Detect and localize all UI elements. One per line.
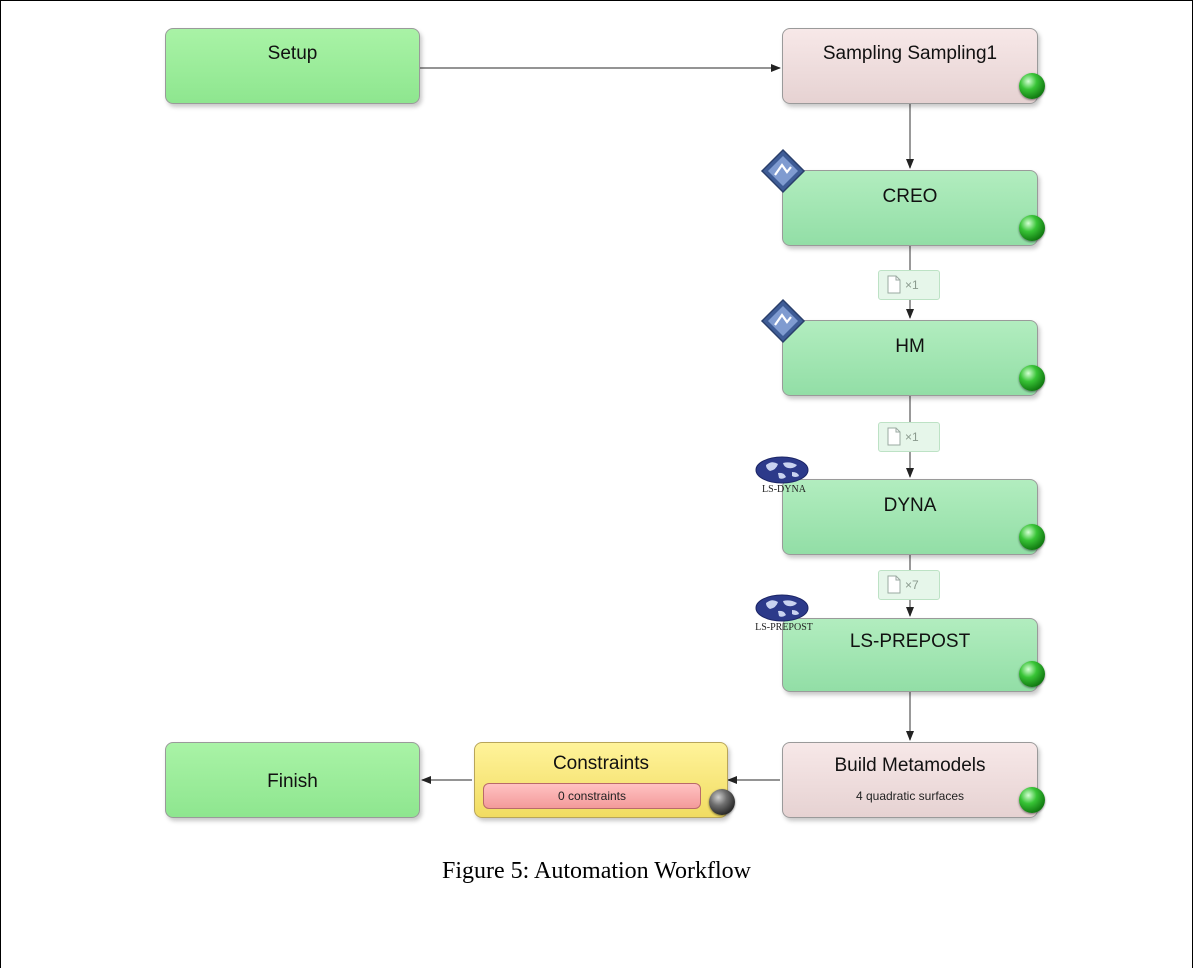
file-icon [887, 575, 901, 594]
file-count: ×7 [905, 578, 919, 592]
constraints-count-pill[interactable]: 0 constraints [483, 783, 701, 809]
hm-node[interactable]: HM [782, 320, 1045, 396]
file-icon [887, 427, 901, 446]
globe-icon [755, 594, 809, 622]
globe-icon [755, 456, 809, 484]
ls-dyna-icon-label: LS-DYNA [762, 484, 806, 495]
setup-node-title: Setup [267, 43, 318, 64]
dyna-node-title: DYNA [883, 495, 937, 516]
sampling-node[interactable]: Sampling Sampling1 [782, 28, 1045, 104]
creo-node[interactable]: CREO [782, 170, 1045, 246]
hm-tool-icon [760, 298, 806, 344]
ls-prepost-icon: LS-PREPOST [754, 594, 813, 642]
file-transfer-badge: ×1 [878, 270, 940, 300]
status-ok-icon [1019, 524, 1045, 550]
ls-prepost-icon-label: LS-PREPOST [755, 622, 813, 633]
status-ok-icon [1019, 215, 1045, 241]
status-ok-icon [1019, 661, 1045, 687]
status-ok-icon [1019, 73, 1045, 99]
build-metamodels-title: Build Metamodels [834, 755, 986, 776]
ls-dyna-icon: LS-DYNA [754, 456, 810, 504]
file-icon [887, 275, 901, 294]
hm-node-title: HM [895, 336, 925, 357]
creo-tool-icon [760, 148, 806, 194]
constraints-node[interactable]: Constraints 0 constraints [474, 742, 735, 818]
status-ok-icon [1019, 787, 1045, 813]
constraints-title: Constraints [552, 753, 650, 774]
lsprepost-node-title: LS-PREPOST [849, 631, 971, 652]
build-metamodels-node[interactable]: Build Metamodels 4 quadratic surfaces [782, 742, 1045, 818]
creo-node-title: CREO [882, 186, 938, 207]
file-transfer-badge: ×7 [878, 570, 940, 600]
file-count: ×1 [905, 430, 919, 444]
finish-node-title: Finish [267, 771, 318, 792]
file-count: ×1 [905, 278, 919, 292]
status-ok-icon [1019, 365, 1045, 391]
sampling-node-title: Sampling Sampling1 [822, 43, 998, 64]
status-idle-icon [709, 789, 735, 815]
build-metamodels-subtitle: 4 quadratic surfaces [855, 789, 965, 803]
finish-node[interactable]: Finish [165, 742, 420, 818]
figure-caption: Figure 5: Automation Workflow [442, 858, 751, 884]
dyna-node[interactable]: DYNA [782, 479, 1045, 555]
lsprepost-node[interactable]: LS-PREPOST [782, 618, 1045, 692]
file-transfer-badge: ×1 [878, 422, 940, 452]
setup-node[interactable]: Setup [165, 28, 420, 104]
